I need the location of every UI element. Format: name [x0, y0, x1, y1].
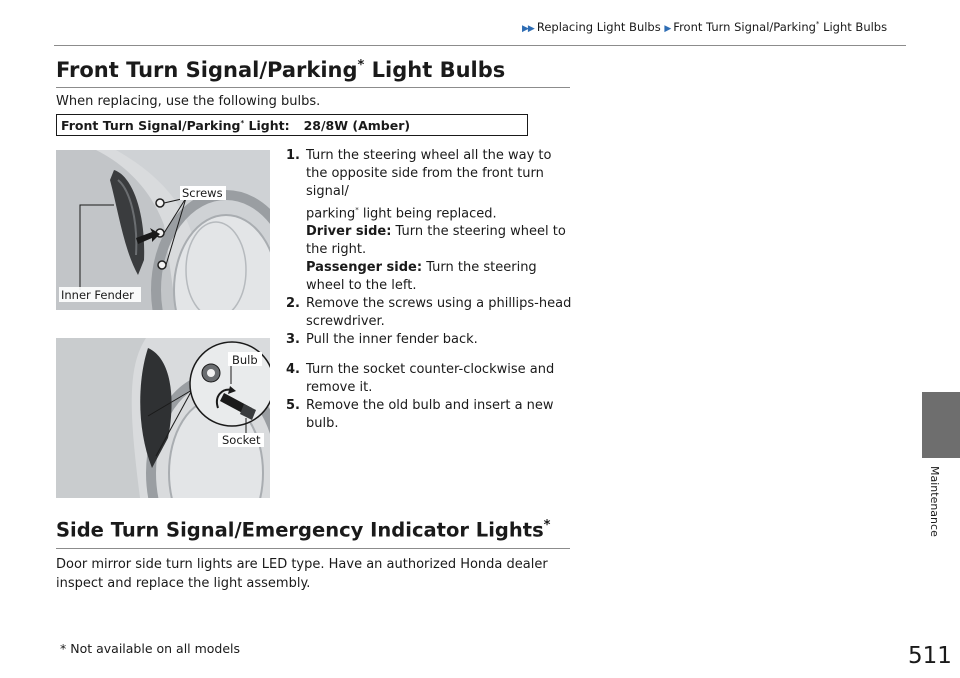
bulb-spec-box: Front Turn Signal/Parking* Light:28/8W (…	[56, 114, 528, 136]
footnote: * Not available on all models	[60, 641, 241, 656]
figure-socket-bulb: Bulb Socket	[56, 338, 270, 498]
step-5: 5.Remove the old bulb and insert a new b…	[286, 398, 554, 432]
passenger-side-label: Passenger side:	[306, 260, 423, 276]
page-number: 511	[908, 643, 952, 669]
bulb-spec-value: 28/8W (Amber)	[303, 118, 411, 133]
label-inner-fender: Inner Fender	[61, 288, 134, 302]
breadcrumb: ▶▶Replacing Light Bulbs ▶Front Turn Sign…	[522, 20, 887, 34]
chapter-tab-label: Maintenance	[928, 466, 941, 537]
double-arrow-icon: ▶▶	[522, 24, 535, 34]
step-3: 3.Pull the inner fender back.	[286, 332, 478, 348]
breadcrumb-item-replacing-light-bulbs[interactable]: Replacing Light Bulbs	[536, 20, 661, 34]
illustration-socket-removal	[56, 338, 270, 498]
chapter-tab[interactable]	[922, 392, 960, 458]
section2-divider	[56, 548, 570, 549]
step-2: 2.Remove the screws using a phillips-hea…	[286, 296, 572, 330]
figure-inner-fender-screws: Screws Inner Fender	[56, 150, 270, 310]
illustration-wheel-well	[56, 150, 270, 310]
header-divider	[54, 45, 906, 46]
side-turn-signal-text: Door mirror side turn lights are LED typ…	[56, 557, 548, 591]
title-divider	[56, 87, 570, 88]
breadcrumb-item-front-turn-signal[interactable]: Front Turn Signal/Parking* Light Bulbs	[673, 20, 888, 34]
instruction-steps: 1. Turn the steering wheel all the way t…	[286, 147, 576, 433]
label-bulb: Bulb	[232, 353, 258, 367]
arrow-icon: ▶	[664, 24, 671, 34]
label-socket: Socket	[222, 433, 261, 447]
intro-text: When replacing, use the following bulbs.	[56, 94, 321, 109]
section-title-front-turn-signal: Front Turn Signal/Parking* Light Bulbs	[56, 58, 506, 82]
label-screws: Screws	[182, 186, 223, 200]
step-1: 1. Turn the steering wheel all the way t…	[286, 148, 566, 294]
driver-side-label: Driver side:	[306, 224, 392, 240]
step-4: 4.Turn the socket counter-clockwise and …	[286, 362, 555, 396]
section-title-side-turn-signal: Side Turn Signal/Emergency Indicator Lig…	[56, 518, 551, 542]
